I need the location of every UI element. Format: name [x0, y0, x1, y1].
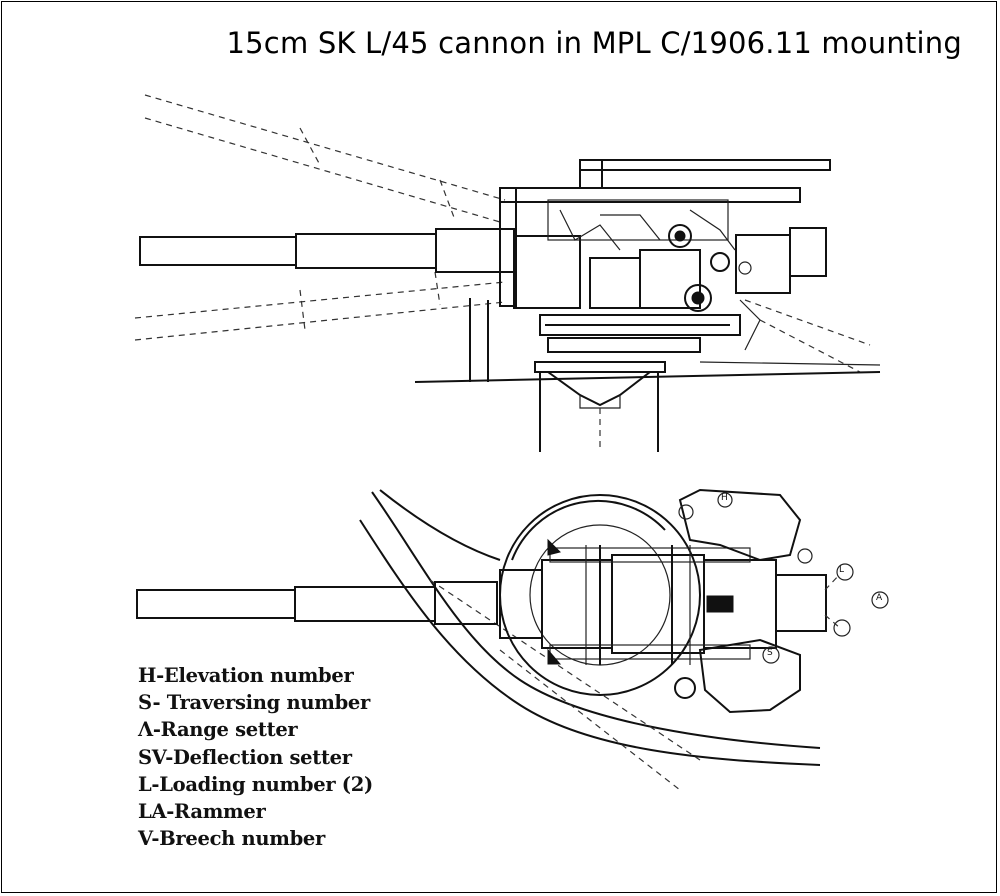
- side-cradle: [499, 159, 831, 351]
- plan-crew-platforms: [678, 488, 802, 714]
- side-elevation-view: [134, 94, 881, 452]
- side-barrel: [139, 228, 515, 273]
- crew-callouts: [678, 492, 889, 664]
- legend-item: L-Loading number (2): [138, 772, 373, 796]
- crew-legend: H-Elevation number S- Traversing number …: [138, 662, 373, 852]
- callout-label-a: A: [876, 593, 883, 603]
- plan-view: [136, 488, 889, 791]
- side-pedestal: [534, 337, 701, 452]
- legend-item: H-Elevation number: [138, 664, 354, 687]
- callout-label-h: H: [721, 493, 728, 503]
- legend-item: Λ-Range setter: [138, 718, 298, 742]
- plan-gun-body: [499, 538, 827, 699]
- legend-item: SV-Deflection setter: [138, 745, 352, 769]
- callout-circle-lower: [833, 619, 851, 637]
- plan-barrel: [136, 581, 498, 625]
- callout-label-s: S: [767, 648, 773, 658]
- callout-circle-right: [871, 591, 889, 609]
- legend-item: LA-Rammer: [138, 800, 266, 824]
- plan-deck-curves: [359, 489, 821, 791]
- legend-item: V-Breech number: [138, 827, 326, 851]
- figure-title: 15cm SK L/45 cannon in MPL C/1906.11 mou…: [226, 26, 962, 60]
- legend-item: S- Traversing number: [138, 691, 370, 715]
- side-deck-and-shield: [414, 298, 881, 383]
- callout-label-l: L: [839, 565, 845, 575]
- callout-circle-upper: [836, 563, 854, 581]
- elevation-arc-lines: [134, 94, 871, 373]
